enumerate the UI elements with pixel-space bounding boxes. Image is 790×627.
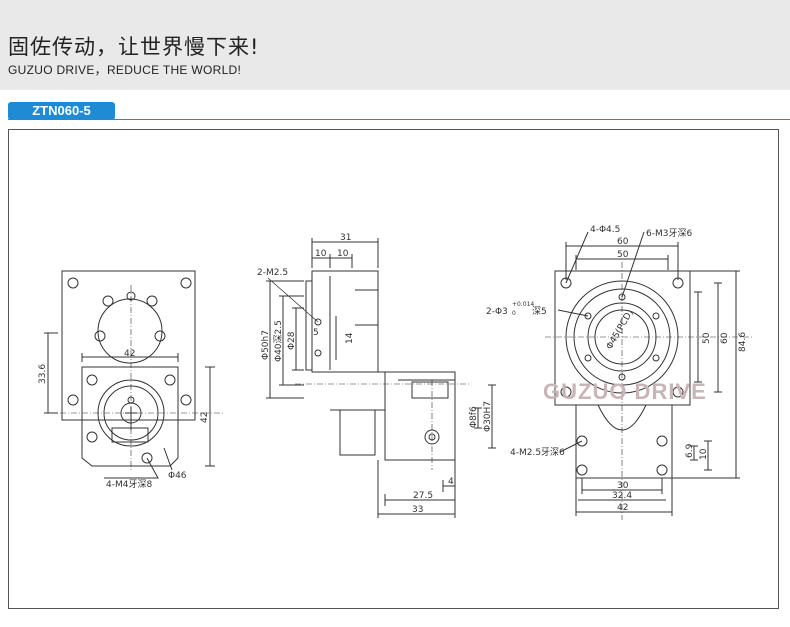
slogan-chinese: 固佐传动，让世界慢下来! [8, 35, 260, 59]
sv-label-m2: 2-M2.5 [257, 268, 288, 278]
rv-label-m3: 6-M3牙深6 [646, 228, 692, 239]
lv-dim-width: 42 [124, 349, 135, 359]
sv-dim-b1: 4 [448, 477, 454, 487]
rv-dim-r2: 60 [720, 332, 730, 344]
rv-dim-r3: 84.6 [738, 332, 748, 352]
left-view [44, 270, 225, 479]
rv-dim-top2: 50 [617, 250, 629, 260]
sv-dim-a: 10 [315, 249, 327, 259]
rv-dim-r1: 50 [702, 332, 712, 344]
lv-dim-height-left: 33.6 [38, 364, 48, 384]
sv-dim-v4: 5 [313, 328, 319, 338]
rv-dim-r4: 6.9 [685, 443, 695, 458]
model-underline [8, 119, 790, 120]
lv-label-dia: Φ46 [168, 471, 187, 481]
rv-dim-bot3: 42 [617, 503, 628, 513]
sv-dim-b3: 33 [412, 505, 423, 515]
rv-dim-r5: 10 [699, 448, 709, 460]
sv-dim-v7: Φ30H7 [483, 401, 493, 432]
rv-label-pin-tol: +0.014 [512, 301, 534, 308]
rv-label-pin-tol-low: 0 [512, 310, 516, 317]
drawing-frame [8, 129, 779, 609]
sv-dim-b2: 27.5 [413, 491, 433, 501]
sv-dim-v6: Φ8f6 [469, 406, 479, 428]
model-tag: ZTN060-5 [8, 102, 115, 120]
rv-label-pcd: Φ45(PCD) [605, 308, 636, 351]
sv-dim-v3: Φ28 [287, 331, 297, 350]
rv-dim-bot2: 32.4 [612, 491, 632, 501]
rv-label-pin: 2-Φ3 [486, 307, 508, 317]
rv-dim-top1: 60 [617, 237, 629, 247]
sv-dim-v5: 14 [345, 332, 355, 344]
sv-dim-v1: Φ50h7 [261, 330, 271, 360]
rv-label-m25: 4-M2.5牙深6 [510, 447, 565, 458]
watermark: GUZUO DRIVE [543, 379, 707, 404]
sv-dim-overall: 31 [340, 233, 351, 243]
lv-label-holes: 4-M4牙深8 [106, 479, 152, 490]
header-banner: 固佐传动，让世界慢下来! GUZUO DRIVE，REDUCE THE WORL… [0, 0, 790, 90]
side-view [266, 238, 496, 518]
rv-label-holes-top: 4-Φ4.5 [590, 225, 620, 235]
sv-dim-v2: Φ40深2.5 [273, 320, 284, 362]
sv-dim-b: 10 [337, 249, 349, 259]
rv-dim-bot1: 30 [617, 481, 629, 491]
lv-dim-height-right: 42 [200, 412, 210, 423]
rv-label-pin-depth: 深5 [532, 306, 547, 317]
slogan-english: GUZUO DRIVE，REDUCE THE WORLD! [8, 63, 242, 77]
right-view [545, 231, 752, 520]
